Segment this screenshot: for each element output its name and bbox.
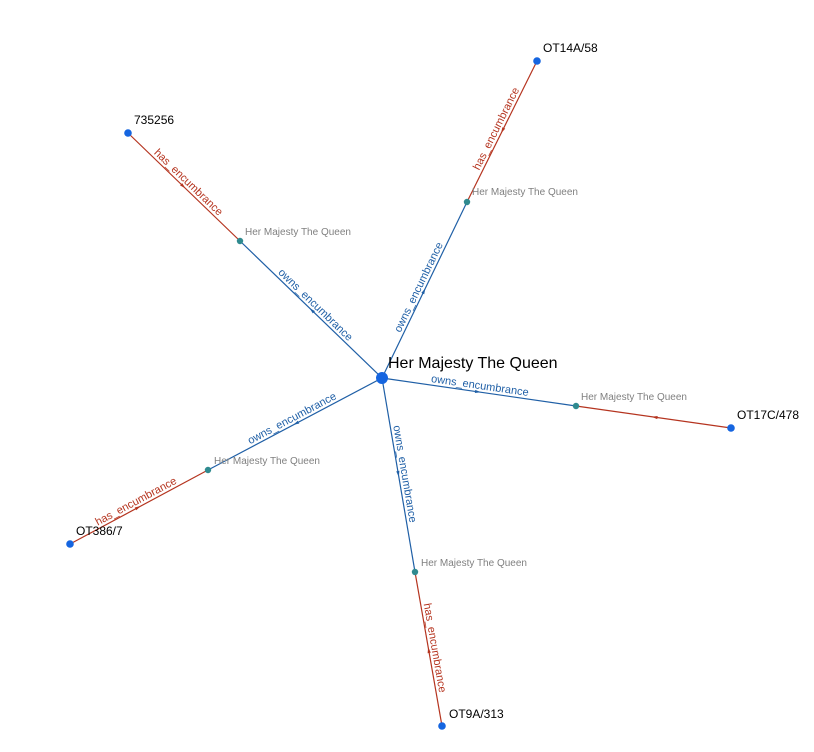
title-node-label: OT9A/313 [449,707,504,721]
has-edge-arrow [134,506,141,511]
owner-node-label: Her Majesty The Queen [421,558,527,569]
title-node-label: OT14A/58 [543,41,598,55]
center-node [376,372,388,384]
owner-node [572,402,580,410]
has-edge-label: has_encumbrance [151,147,224,218]
has-edge-label: has_encumbrance [471,86,522,172]
title-node-label: 735256 [134,113,174,127]
owner-node-label: Her Majesty The Queen [472,187,578,198]
title-node-label: OT386/7 [76,524,123,538]
title-node [727,424,735,432]
title-node [124,129,132,137]
owns-edge-label: owns_encumbrance [390,424,418,523]
title-node-label: OT17C/478 [737,408,799,422]
owns-edge-label: owns_encumbrance [276,267,355,344]
has-edge-label: has_encumbrance [93,475,178,528]
owns-edge-label: owns_encumbrance [246,390,339,447]
title-node [533,57,541,65]
owns-edge-label: owns_encumbrance [430,373,529,399]
owner-node-label: Her Majesty The Queen [581,392,687,403]
owns-edge-arrow [474,389,481,394]
owner-node [463,198,471,206]
center-node-label: Her Majesty The Queen [388,355,558,372]
edges-layer [69,60,732,727]
has-edge-label: has_encumbrance [421,602,448,693]
owns-edge-arrow [396,470,400,477]
owner-node [204,466,212,474]
has-edge-arrow [427,647,431,654]
owns-edge-arrow [421,288,426,295]
has-edge-arrow [651,415,658,420]
nodes-layer [66,57,735,730]
has-edge-arrow [180,183,186,189]
title-node [438,722,446,730]
owner-node-label: Her Majesty The Queen [245,227,351,238]
owner-node-label: Her Majesty The Queen [214,456,320,467]
owns-edge-arrow [309,308,315,314]
owner-node [236,237,244,245]
owns-edge-arrow [293,420,300,425]
owns-edge-label: owns_encumbrance [392,240,446,334]
has-edge-arrow [501,127,506,134]
owner-node [411,568,419,576]
title-node [66,540,74,548]
